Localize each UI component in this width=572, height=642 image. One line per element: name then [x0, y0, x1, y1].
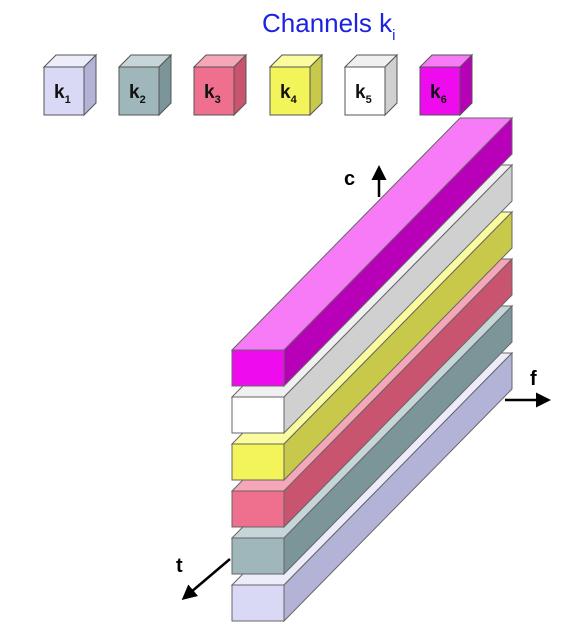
cube-front-face — [118, 66, 160, 116]
channel-slab-k6 — [230, 116, 514, 388]
slab-front-face — [231, 490, 285, 528]
channel-legend: k1 k2 k3 k4 k5 k6 — [42, 53, 474, 117]
channel-cube-k3: k3 — [192, 53, 248, 117]
cube-front-face — [43, 66, 85, 116]
slab-front-face — [231, 349, 285, 387]
t-axis-label: t — [176, 555, 183, 577]
slab-front-face — [231, 584, 285, 622]
channel-cube-k4: k4 — [268, 53, 324, 117]
channel-cube-k6: k6 — [418, 53, 474, 117]
c-axis-label: c — [344, 168, 355, 190]
cube-front-face — [344, 66, 386, 116]
t-axis-arrow — [181, 558, 231, 600]
slab-front-face — [231, 537, 285, 575]
slab-front-face — [231, 443, 285, 481]
title-subscript: i — [392, 27, 396, 44]
channel-cube-k2: k2 — [117, 53, 173, 117]
title-text: Channels k — [262, 8, 393, 38]
channel-cube-k1: k1 — [42, 53, 98, 117]
f-axis-label: f — [530, 368, 537, 390]
axis-arrows: c f t — [176, 165, 551, 600]
channel-slab-stack — [230, 116, 514, 623]
cube-front-face — [193, 66, 235, 116]
slab-front-face — [231, 396, 285, 434]
cube-front-face — [269, 66, 311, 116]
cube-front-face — [419, 66, 461, 116]
channel-cube-k5: k5 — [343, 53, 399, 117]
diagram-title: Channels ki — [262, 8, 395, 44]
